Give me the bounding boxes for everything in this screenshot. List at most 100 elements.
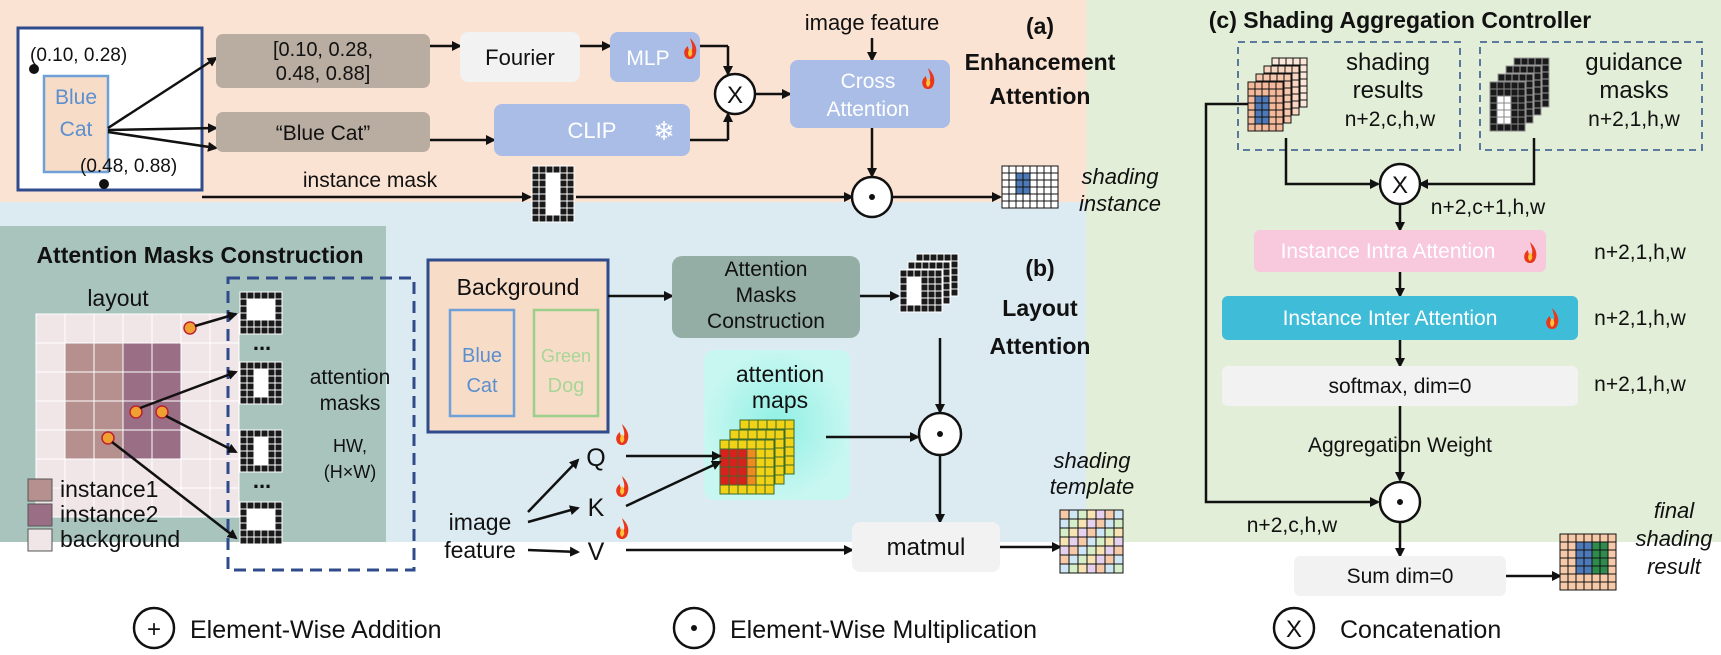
grid-cell <box>906 304 915 313</box>
grid-cell <box>1510 116 1519 125</box>
grid-cell <box>209 342 240 373</box>
grid-cell <box>1261 81 1270 90</box>
grid-cell <box>209 458 240 489</box>
grid-cell <box>267 291 276 300</box>
grid-cell <box>246 436 255 445</box>
grid-cell <box>1113 554 1124 565</box>
clip-label: CLIP <box>568 118 617 143</box>
grid-cell <box>1113 527 1124 538</box>
attention-masks-dots-top: ... <box>253 330 271 355</box>
grid-cell <box>774 429 785 440</box>
grid-cell <box>260 508 269 517</box>
grid-cell <box>928 261 937 270</box>
grid-cell <box>1489 81 1498 90</box>
grid-cell <box>246 508 255 517</box>
intra-attention-box <box>1254 230 1546 272</box>
shading-results-layer <box>1247 81 1284 132</box>
grid-cell <box>755 457 766 468</box>
grid-cell <box>1261 95 1270 104</box>
grid-cell <box>1583 541 1593 551</box>
grid-cell <box>246 522 255 531</box>
grid-cell <box>1077 518 1088 529</box>
grid-cell <box>1001 186 1010 195</box>
grid-cell <box>1533 65 1542 74</box>
grid-cell <box>35 400 66 431</box>
grid-cell <box>1525 87 1534 96</box>
grid-cell <box>1607 549 1617 559</box>
grid-cell <box>934 283 943 292</box>
grid-cell <box>913 304 922 313</box>
grid-cell <box>239 312 248 321</box>
grid-cell <box>239 536 248 545</box>
grid-cell <box>1261 109 1270 118</box>
template-cells <box>1059 509 1124 574</box>
grid-cell <box>1015 172 1024 181</box>
grid-cell <box>260 429 269 438</box>
grid-cell <box>253 291 262 300</box>
grid-cell <box>1015 193 1024 202</box>
grid-cell <box>1283 94 1292 103</box>
grid-cell <box>1283 73 1292 82</box>
grid-cell <box>1095 545 1106 556</box>
grid-cell <box>1059 545 1070 556</box>
grid-cell <box>719 457 730 468</box>
grid-cell <box>719 448 730 459</box>
grid-cell <box>764 457 775 468</box>
grid-cell <box>950 281 959 290</box>
grid-cell <box>1607 565 1617 575</box>
grid-cell <box>1268 102 1277 111</box>
grid-cell <box>253 361 262 370</box>
grid-cell <box>239 515 248 524</box>
inter-dims: n+2,1,h,w <box>1594 307 1686 330</box>
intra-attention-label: Instance Intra Attention <box>1281 240 1496 263</box>
grid-cell <box>239 529 248 538</box>
amc-box <box>672 256 860 338</box>
grid-cell <box>1043 200 1052 209</box>
grid-cell <box>559 207 568 216</box>
grid-cell <box>1591 541 1601 551</box>
grid-cell <box>950 288 959 297</box>
hw-label-2: (H×W) <box>324 462 377 482</box>
arrow-to-caption-2 <box>107 130 218 152</box>
grid-cell <box>1591 549 1601 559</box>
grid-cell <box>906 283 915 292</box>
grid-cell <box>1029 165 1038 174</box>
grid-cell <box>920 269 929 278</box>
bbox-coords-line2: 0.48, 0.88] <box>276 63 371 85</box>
multiplication-symbol-dot <box>691 625 697 631</box>
grid-cell <box>274 298 283 307</box>
grid-cell <box>1043 179 1052 188</box>
image-feature-b-2: feature <box>444 537 516 563</box>
shading-results-dims: n+2,c,h,w <box>1345 108 1436 131</box>
grid-cell <box>274 389 283 398</box>
grid-cell <box>531 214 540 223</box>
grid-cell <box>1077 536 1088 547</box>
grid-cell <box>180 429 211 460</box>
grid-cell <box>728 457 739 468</box>
grid-cell <box>934 290 943 299</box>
grid-cell <box>1489 95 1498 104</box>
grid-cell <box>239 443 248 452</box>
grid-cell <box>246 457 255 466</box>
grid-cell <box>559 172 568 181</box>
grid-cell <box>260 536 269 545</box>
grid-cell <box>239 508 248 517</box>
grid-cell <box>927 297 936 306</box>
grid-cell <box>559 200 568 209</box>
grid-cell <box>559 193 568 202</box>
grid-cell <box>274 291 283 300</box>
grid-cell <box>274 450 283 459</box>
grid-cell <box>552 193 561 202</box>
grid-cell <box>1525 80 1534 89</box>
grid-cell <box>253 436 262 445</box>
grid-cell <box>566 193 575 202</box>
grid-cell <box>35 429 66 460</box>
grid-cell <box>1496 88 1505 97</box>
grid-cell <box>915 253 924 262</box>
grid-cell <box>934 297 943 306</box>
grid-cell <box>246 396 255 405</box>
arrow-point1-mask1 <box>194 311 238 328</box>
grid-cell <box>1247 81 1256 90</box>
grid-cell <box>1533 86 1542 95</box>
mask-2-cells <box>239 361 283 405</box>
